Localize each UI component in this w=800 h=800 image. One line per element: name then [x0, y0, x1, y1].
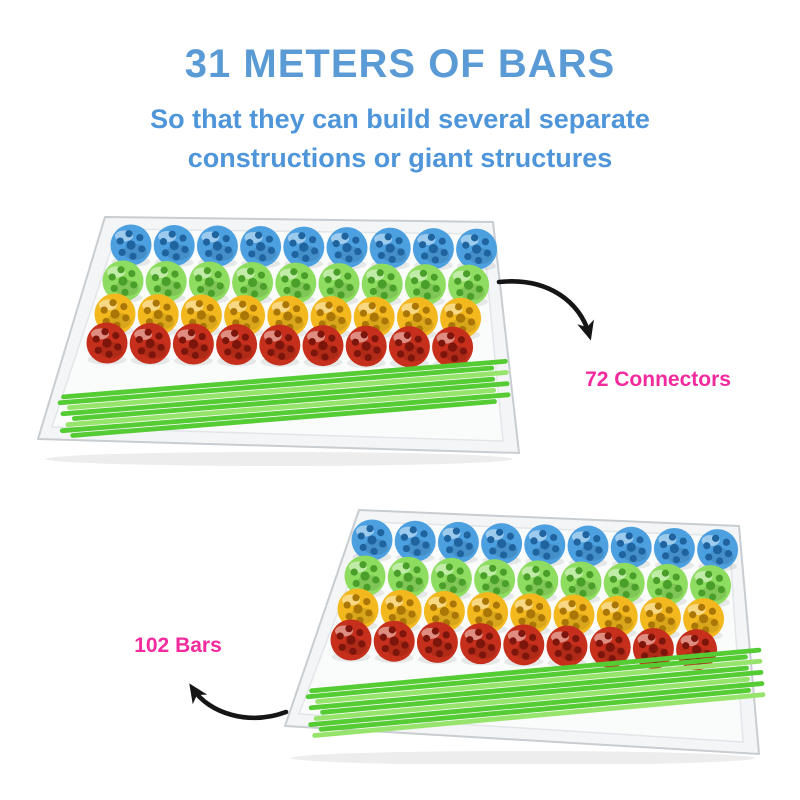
bar-stick: [318, 688, 751, 732]
bar-stick: [312, 692, 766, 738]
green-connector-ball: [646, 563, 688, 607]
connectors-count-label: 72 Connectors: [585, 368, 731, 391]
blue-connector-ball: [653, 527, 695, 571]
blue-connector-ball: [567, 525, 609, 568]
bar-stick: [70, 399, 497, 438]
bar-stick: [57, 365, 495, 406]
red-connector-ball: [460, 623, 502, 666]
subtitle-line-1: So that they can build several separate: [150, 104, 650, 134]
blue-connector-ball: [283, 226, 325, 269]
blue-connector-ball: [369, 227, 411, 270]
blue-connector-ball: [196, 225, 238, 268]
red-connector-ball: [129, 323, 171, 366]
blue-connector-ball: [456, 228, 498, 271]
bar-stick: [308, 665, 749, 711]
blue-connector-ball: [697, 529, 739, 572]
yellow-connector-ball: [337, 588, 379, 631]
bar-stick: [308, 681, 765, 728]
bar-bundle: [305, 647, 766, 738]
bar-stick: [309, 647, 762, 694]
red-connector-ball: [216, 324, 258, 367]
bar-stick: [61, 358, 508, 400]
red-connector-ball: [86, 322, 128, 365]
red-connector-ball: [259, 324, 301, 367]
red-connector-ball: [503, 624, 545, 667]
green-connector-ball: [603, 562, 645, 606]
blue-connector-ball: [481, 523, 523, 566]
red-connector-ball: [302, 325, 344, 368]
blue-connector-ball: [412, 228, 454, 271]
red-connector-ball: [330, 619, 372, 662]
blue-connector-ball: [110, 224, 152, 267]
bar-stick: [67, 370, 509, 411]
page-title: 31 METERS OF BARS: [184, 42, 616, 86]
blue-connector-ball: [524, 524, 566, 567]
red-connector-ball: [172, 323, 214, 366]
blue-connector-ball: [326, 227, 368, 270]
blue-connector-ball: [240, 226, 282, 269]
bar-stick: [320, 670, 764, 715]
red-connector-ball: [546, 625, 588, 668]
blue-connector-ball: [351, 519, 393, 562]
subtitle-line-2: constructions or giant structures: [187, 143, 613, 173]
blue-connector-ball: [153, 225, 195, 268]
yellow-connector-ball: [553, 594, 595, 637]
connectors-tray-photo: [37, 216, 520, 466]
red-connector-ball: [373, 620, 415, 664]
green-connector-ball: [517, 560, 559, 603]
red-connector-ball: [345, 325, 387, 368]
bar-stick: [65, 387, 497, 428]
bar-stick: [315, 658, 763, 704]
bar-stick: [305, 654, 748, 700]
bars-count-label: 102 Bars: [134, 634, 222, 657]
bars-tray-photo: [284, 509, 766, 764]
red-connector-ball: [432, 326, 474, 369]
page-subtitle: So that they can build several separate …: [0, 100, 800, 178]
bar-stick: [313, 676, 750, 721]
bar-stick: [60, 376, 496, 417]
bar-bundle: [57, 358, 511, 438]
green-connector-ball: [232, 262, 274, 305]
green-connector-ball: [474, 559, 516, 602]
bar-stick: [71, 381, 510, 421]
red-connector-ball: [388, 326, 430, 369]
blue-connector-ball: [610, 526, 652, 570]
tray-shadow: [291, 751, 755, 764]
tray-shadow: [45, 452, 513, 466]
arrow-to-bars-label: [189, 683, 289, 721]
yellow-connector-ball: [596, 595, 638, 639]
red-connector-ball: [416, 621, 458, 665]
blue-connector-ball: [394, 520, 436, 564]
green-connector-ball: [275, 262, 317, 305]
bar-stick: [59, 392, 511, 434]
blue-connector-ball: [437, 521, 479, 565]
green-connector-ball: [404, 264, 446, 307]
